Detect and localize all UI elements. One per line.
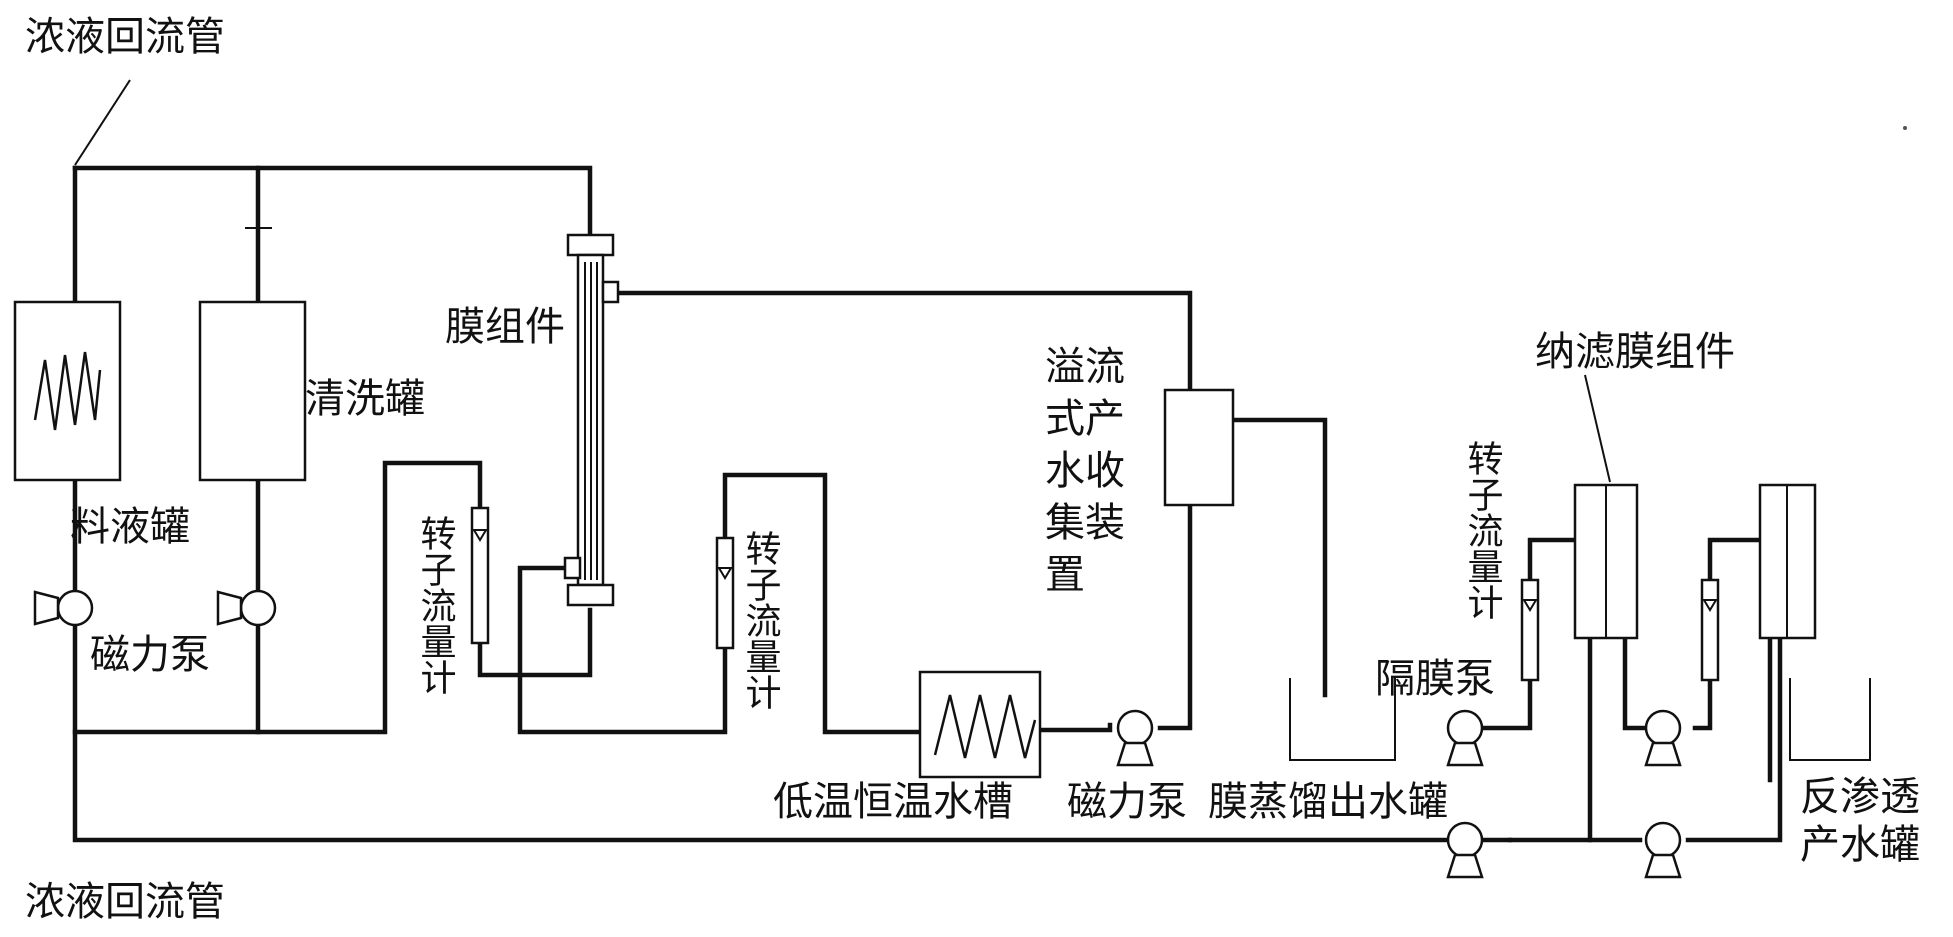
leader-line-nf-module: [1584, 374, 1611, 483]
stray-dot: [1903, 126, 1907, 130]
membrane-module: [563, 233, 620, 607]
label-low-temp-bath: 低温恒温水槽: [773, 779, 1013, 825]
label-overflow-5: 置: [1045, 552, 1085, 598]
low-temp-bath: [918, 670, 1042, 779]
magnetic-pump-bottom: [1116, 709, 1154, 767]
nf-pump: [1644, 709, 1682, 767]
label-ro-tank-2: 产水罐: [1800, 822, 1920, 868]
label-membrane-module: 膜组件: [445, 304, 565, 350]
magnetic-pump-left-1: [33, 589, 94, 627]
rotameter-4: [1700, 578, 1720, 682]
label-rotameter-2: 转子流量计: [740, 530, 781, 710]
label-rotameter-3: 转子流量计: [1462, 440, 1503, 620]
label-diaphragm-pump: 隔膜泵: [1375, 656, 1495, 702]
cooling-coil-icon: [933, 694, 1037, 759]
label-magnetic-pump-left: 磁力泵: [90, 632, 210, 678]
return-pump-1: [1446, 821, 1484, 879]
rotameter-1: [470, 506, 490, 645]
feed-tank: [13, 300, 122, 482]
valve-icon: [245, 227, 272, 240]
distillate-tank: [1289, 678, 1396, 761]
label-nf-module: 纳滤膜组件: [1535, 329, 1735, 375]
ro-membrane-module: [1758, 483, 1817, 640]
label-cleaning-tank: 清洗罐: [305, 376, 425, 422]
diaphragm-pump: [1446, 709, 1484, 767]
leader-line-return-pipe: [74, 79, 131, 166]
rotameter-2: [715, 536, 735, 650]
magnetic-pump-left-2: [216, 589, 277, 627]
cleaning-tank: [198, 300, 307, 482]
label-overflow-3: 水收: [1045, 448, 1125, 494]
label-overflow-4: 集装: [1045, 500, 1125, 546]
label-ro-tank-1: 反渗透: [1800, 774, 1920, 820]
overflow-collector: [1163, 388, 1235, 507]
label-distillate-tank: 膜蒸馏出水罐: [1208, 779, 1448, 825]
label-return-pipe-bottom: 浓液回流管: [25, 879, 225, 925]
label-feed-tank: 料液罐: [70, 504, 190, 550]
label-overflow-2: 式产: [1045, 396, 1125, 442]
label-return-pipe-top: 浓液回流管: [25, 14, 225, 60]
label-overflow-1: 溢流: [1045, 344, 1125, 390]
rotameter-3: [1520, 578, 1540, 682]
return-pump-2: [1644, 821, 1682, 879]
heater-coil-icon: [33, 351, 102, 431]
ro-product-tank: [1789, 678, 1871, 761]
label-magnetic-pump-bottom: 磁力泵: [1067, 779, 1187, 825]
label-rotameter-1: 转子流量计: [415, 515, 456, 695]
nf-membrane-module: [1573, 483, 1639, 640]
